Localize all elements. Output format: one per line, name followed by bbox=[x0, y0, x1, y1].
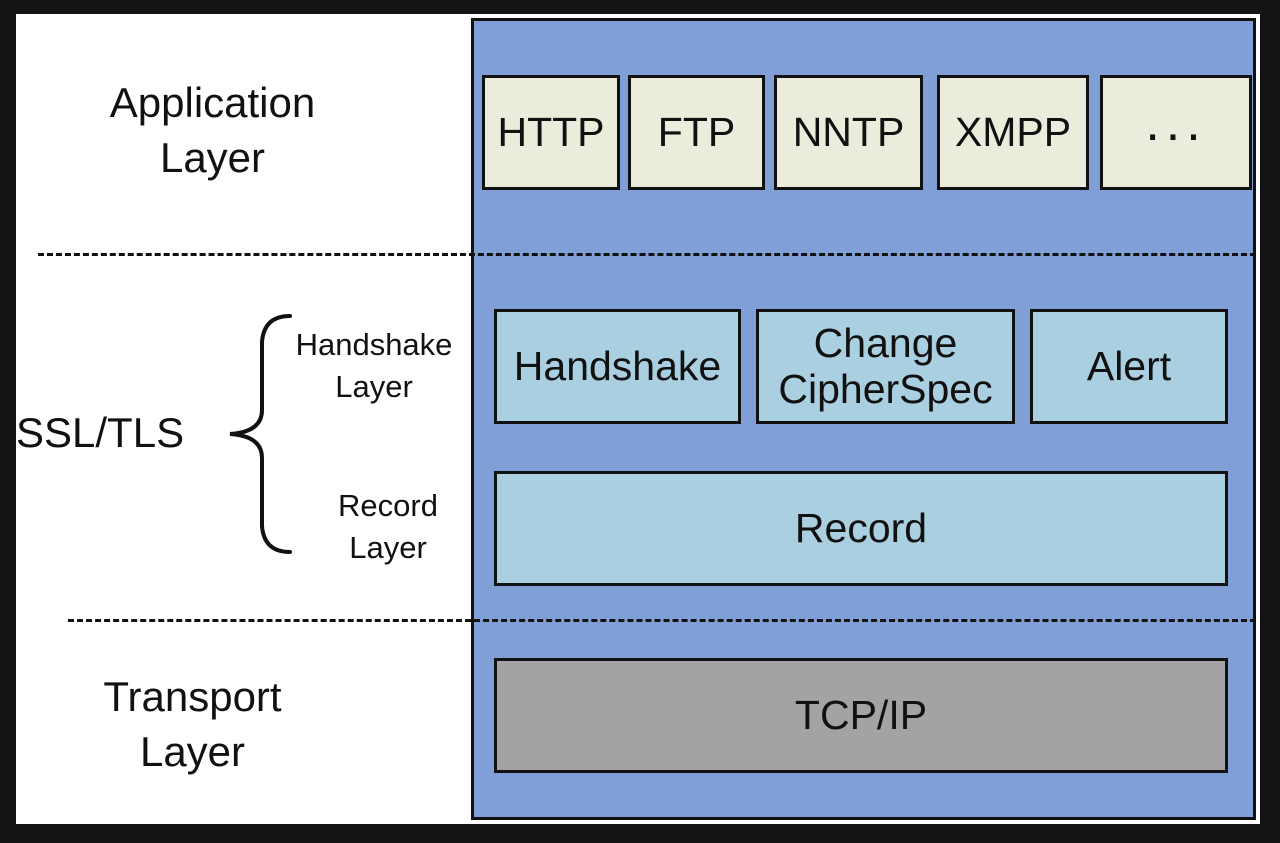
curly-brace-icon bbox=[229, 314, 292, 554]
change-cipher-spec-box: Change CipherSpec bbox=[756, 309, 1015, 424]
transport-layer-label: Transport Layer bbox=[103, 673, 282, 775]
record-protocol-box: Record bbox=[494, 471, 1228, 586]
handshake-protocol-box: Handshake bbox=[494, 309, 741, 424]
protocol-box-nntp: NNTP bbox=[774, 75, 923, 190]
separator-application-tls bbox=[38, 253, 1256, 256]
ssl-tls-label: SSL/TLS bbox=[16, 409, 185, 456]
tcp-ip-box: TCP/IP bbox=[494, 658, 1228, 773]
protocol-box-ftp: FTP bbox=[628, 75, 765, 190]
protocol-box-more: ... bbox=[1100, 75, 1252, 190]
separator-tls-transport bbox=[68, 619, 1256, 622]
application-layer-label: Application Layer bbox=[109, 79, 316, 181]
protocol-box-xmpp: XMPP bbox=[937, 75, 1089, 190]
handshake-layer-label: Handshake Layer bbox=[295, 327, 453, 404]
alert-protocol-box: Alert bbox=[1030, 309, 1228, 424]
record-layer-label: Record Layer bbox=[338, 488, 438, 565]
protocol-box-http: HTTP bbox=[482, 75, 620, 190]
